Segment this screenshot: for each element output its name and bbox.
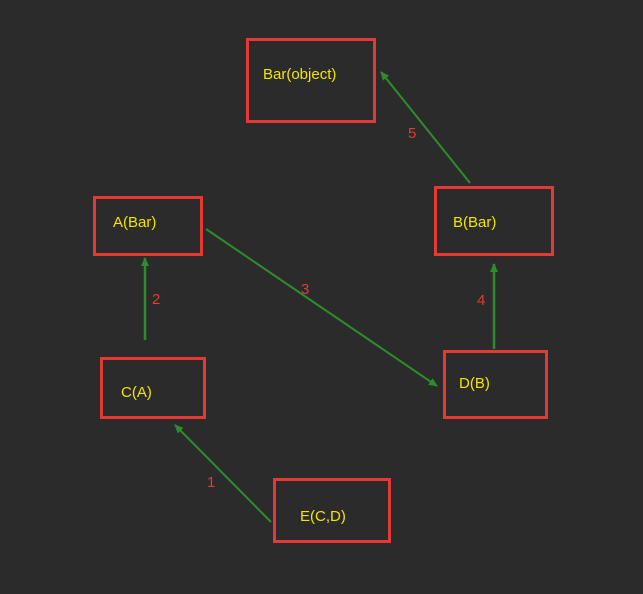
node-label-bar-object: Bar(object) bbox=[263, 66, 337, 83]
node-label-e-cd: E(C,D) bbox=[300, 508, 346, 525]
node-label-b-bar: B(Bar) bbox=[453, 214, 497, 231]
node-label-d-b: D(B) bbox=[459, 375, 490, 392]
node-label-c-a: C(A) bbox=[121, 384, 152, 401]
node-label-a-bar: A(Bar) bbox=[113, 214, 157, 231]
node-bar-object: Bar(object) bbox=[246, 38, 376, 123]
arrow-a-to-d bbox=[205, 228, 438, 387]
step-label-2: 2 bbox=[152, 291, 161, 308]
step-label-4: 4 bbox=[477, 292, 486, 309]
arrow-b-to-bar bbox=[380, 71, 471, 184]
node-e-cd: E(C,D) bbox=[273, 478, 391, 543]
node-a-bar: A(Bar) bbox=[93, 196, 203, 256]
node-d-b: D(B) bbox=[443, 350, 548, 419]
step-label-5: 5 bbox=[408, 125, 417, 142]
arrow-e-to-c bbox=[174, 424, 272, 523]
node-c-a: C(A) bbox=[100, 357, 206, 419]
node-b-bar: B(Bar) bbox=[434, 186, 554, 256]
step-label-1: 1 bbox=[207, 474, 216, 491]
step-label-3: 3 bbox=[301, 281, 310, 298]
